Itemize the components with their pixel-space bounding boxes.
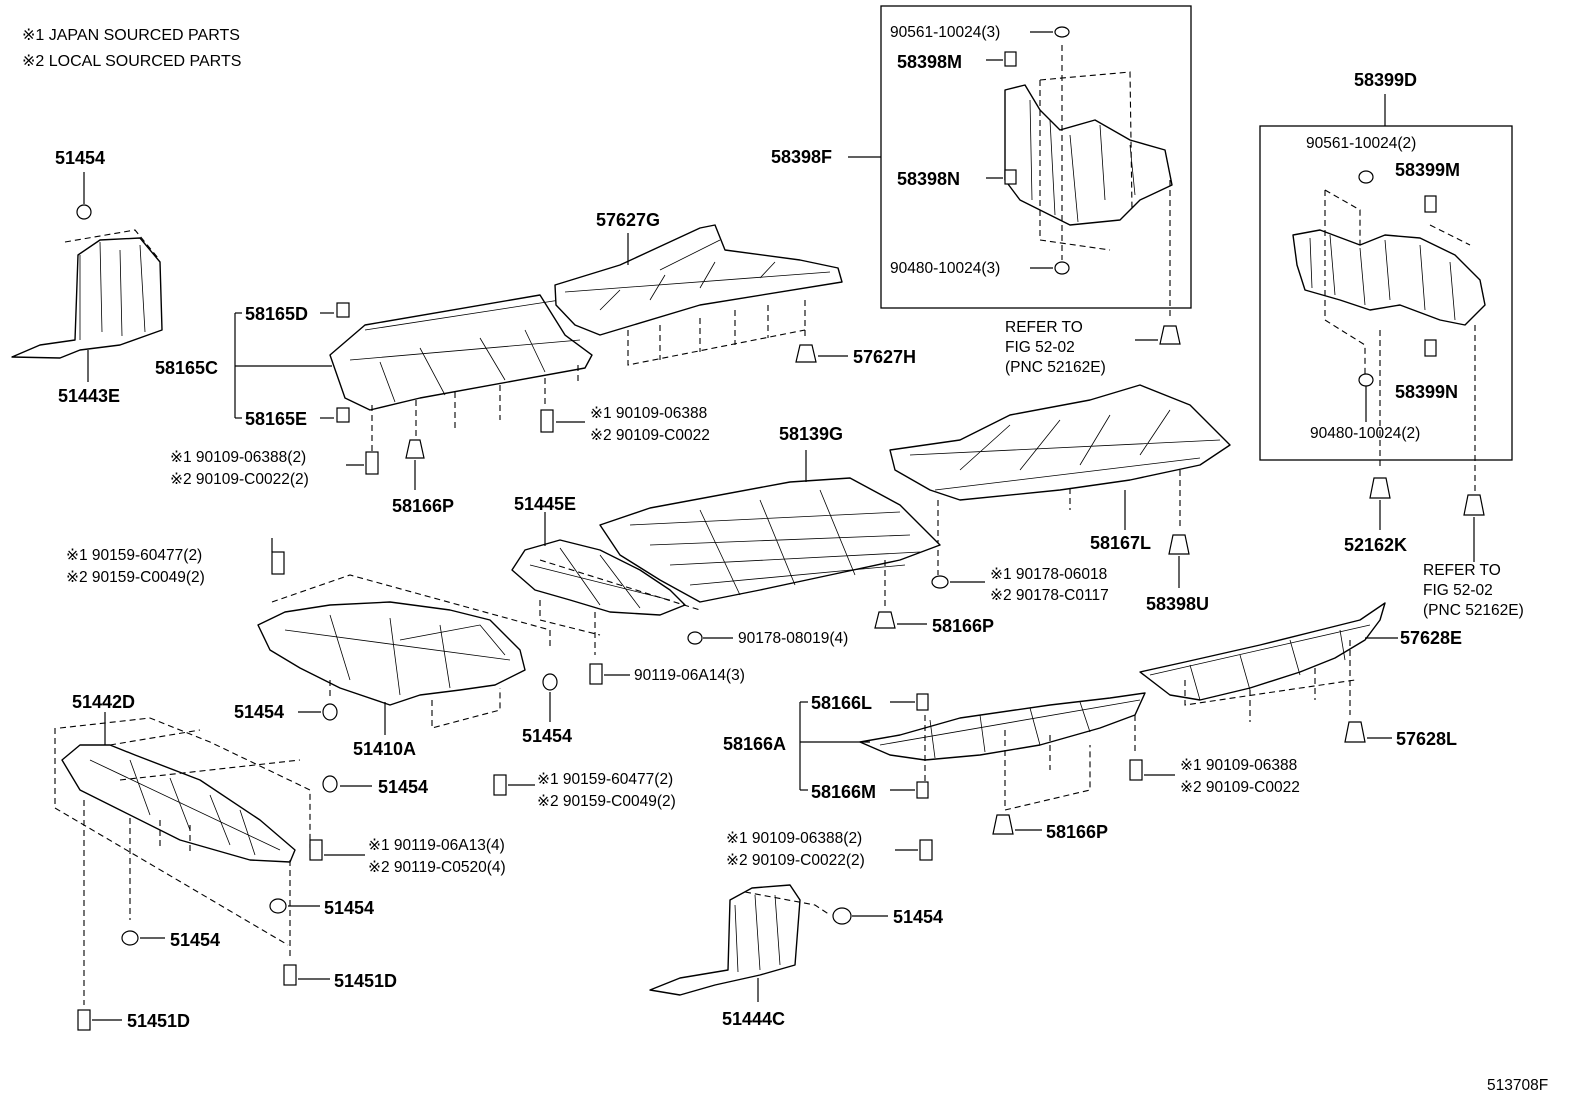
- label-90178-C0117[interactable]: ※2 90178-C0117: [990, 587, 1109, 604]
- label-51451D-a[interactable]: 51451D: [334, 971, 397, 991]
- label-refer-a-3[interactable]: (PNC 52162E): [1005, 359, 1106, 376]
- part-57628E-drawing: [1139, 602, 1398, 743]
- label-58167L[interactable]: 58167L: [1090, 533, 1151, 553]
- label-51454-f[interactable]: 51454: [170, 930, 220, 950]
- part-58167L-drawing: [889, 384, 1231, 589]
- legend-local: ※2 LOCAL SOURCED PARTS: [22, 53, 241, 70]
- label-90561-10024-2[interactable]: 90561-10024(2): [1306, 135, 1416, 152]
- label-58398M[interactable]: 58398M: [897, 52, 962, 72]
- part-57627G-drawing: [554, 224, 843, 366]
- label-90109-06388-a[interactable]: ※1 90109-06388: [590, 405, 707, 422]
- legend-japan: ※1 JAPAN SOURCED PARTS: [22, 27, 240, 44]
- label-58166A[interactable]: 58166A: [723, 734, 786, 754]
- label-58165D[interactable]: 58165D: [245, 304, 308, 324]
- label-51444C[interactable]: 51444C: [722, 1009, 785, 1029]
- label-51454-topleft[interactable]: 51454: [55, 148, 105, 168]
- label-refer-a-1[interactable]: REFER TO: [1005, 319, 1083, 336]
- label-90109-C0022-b[interactable]: ※2 90109-C0022: [1180, 779, 1300, 796]
- label-90159-60477-a[interactable]: ※1 90159-60477(2): [66, 547, 202, 564]
- part-58139G-drawing: [599, 450, 941, 629]
- label-58166P-a[interactable]: 58166P: [392, 496, 454, 516]
- label-90109-06388-2-a[interactable]: ※1 90109-06388(2): [170, 449, 306, 466]
- part-51443E-drawing: [11, 172, 163, 359]
- label-51445E[interactable]: 51445E: [514, 494, 576, 514]
- label-58166M[interactable]: 58166M: [811, 782, 876, 802]
- label-52162K[interactable]: 52162K: [1344, 535, 1407, 555]
- label-90109-C0022-2-b[interactable]: ※2 90109-C0022(2): [726, 852, 865, 869]
- label-90119-06A13[interactable]: ※1 90119-06A13(4): [368, 837, 505, 854]
- label-90119-C0520[interactable]: ※2 90119-C0520(4): [368, 859, 506, 876]
- label-58165C[interactable]: 58165C: [155, 358, 218, 378]
- part-51442D-drawing: [54, 712, 372, 1031]
- label-refer-b-2[interactable]: FIG 52-02: [1423, 582, 1493, 599]
- label-58166P-b[interactable]: 58166P: [932, 616, 994, 636]
- label-90109-06388-2-b[interactable]: ※1 90109-06388(2): [726, 830, 862, 847]
- part-51445E-drawing: [511, 512, 733, 685]
- label-90159-60477-b[interactable]: ※1 90159-60477(2): [537, 771, 673, 788]
- label-51454-e[interactable]: 51454: [324, 898, 374, 918]
- label-90159-C0049-b[interactable]: ※2 90159-C0049(2): [537, 793, 676, 810]
- label-58398U[interactable]: 58398U: [1146, 594, 1209, 614]
- label-58166P-c[interactable]: 58166P: [1046, 822, 1108, 842]
- label-58139G[interactable]: 58139G: [779, 424, 843, 444]
- label-57627G[interactable]: 57627G: [596, 210, 660, 230]
- label-90480-10024-2[interactable]: 90480-10024(2): [1310, 425, 1420, 442]
- part-58165C-drawing: [234, 294, 593, 460]
- label-57628L[interactable]: 57628L: [1396, 729, 1457, 749]
- label-57627H[interactable]: 57627H: [853, 347, 916, 367]
- label-90178-08019[interactable]: 90178-08019(4): [738, 630, 848, 647]
- label-90109-06388-b[interactable]: ※1 90109-06388: [1180, 757, 1297, 774]
- clip-57627H: [795, 344, 848, 363]
- group-box-58399D: [1259, 125, 1513, 461]
- label-51451D-b[interactable]: 51451D: [127, 1011, 190, 1031]
- bolt-90109-06388-2-a: [346, 451, 379, 475]
- label-90178-06018[interactable]: ※1 90178-06018: [990, 566, 1107, 583]
- label-90561-10024-3[interactable]: 90561-10024(3): [890, 24, 1000, 41]
- part-51410A-drawing: [257, 538, 558, 796]
- label-58399D[interactable]: 58399D: [1354, 70, 1417, 90]
- label-58398F[interactable]: 58398F: [771, 147, 832, 167]
- label-90109-C0022-a[interactable]: ※2 90109-C0022: [590, 427, 710, 444]
- label-51454-c[interactable]: 51454: [522, 726, 572, 746]
- label-58165E[interactable]: 58165E: [245, 409, 307, 429]
- label-90119-06A14[interactable]: 90119-06A14(3): [634, 667, 745, 684]
- part-58399-drawing: [1292, 170, 1486, 562]
- label-refer-b-1[interactable]: REFER TO: [1423, 562, 1501, 579]
- label-90109-C0022-2-a[interactable]: ※2 90109-C0022(2): [170, 471, 309, 488]
- label-51410A[interactable]: 51410A: [353, 739, 416, 759]
- label-51443E[interactable]: 51443E: [58, 386, 120, 406]
- label-90159-C0049-a[interactable]: ※2 90159-C0049(2): [66, 569, 205, 586]
- label-51454-g[interactable]: 51454: [893, 907, 943, 927]
- figure-code: 513708F: [1487, 1077, 1548, 1094]
- part-51444C-drawing: [649, 884, 888, 1002]
- bolt-90109-06388-a: [540, 409, 585, 433]
- label-57628E[interactable]: 57628E: [1400, 628, 1462, 648]
- label-51454-d[interactable]: 51454: [378, 777, 428, 797]
- label-90480-10024-3[interactable]: 90480-10024(3): [890, 260, 1000, 277]
- label-refer-b-3[interactable]: (PNC 52162E): [1423, 602, 1524, 619]
- label-refer-a-2[interactable]: FIG 52-02: [1005, 339, 1075, 356]
- label-58166L[interactable]: 58166L: [811, 693, 872, 713]
- label-51454-b[interactable]: 51454: [234, 702, 284, 722]
- label-58399M[interactable]: 58399M: [1395, 160, 1460, 180]
- label-58398N[interactable]: 58398N: [897, 169, 960, 189]
- clip-58166P-a: [405, 439, 425, 490]
- label-51442D[interactable]: 51442D: [72, 692, 135, 712]
- part-58398-drawing: [986, 26, 1181, 345]
- label-58399N[interactable]: 58399N: [1395, 382, 1458, 402]
- part-58166A-drawing: [799, 692, 1175, 861]
